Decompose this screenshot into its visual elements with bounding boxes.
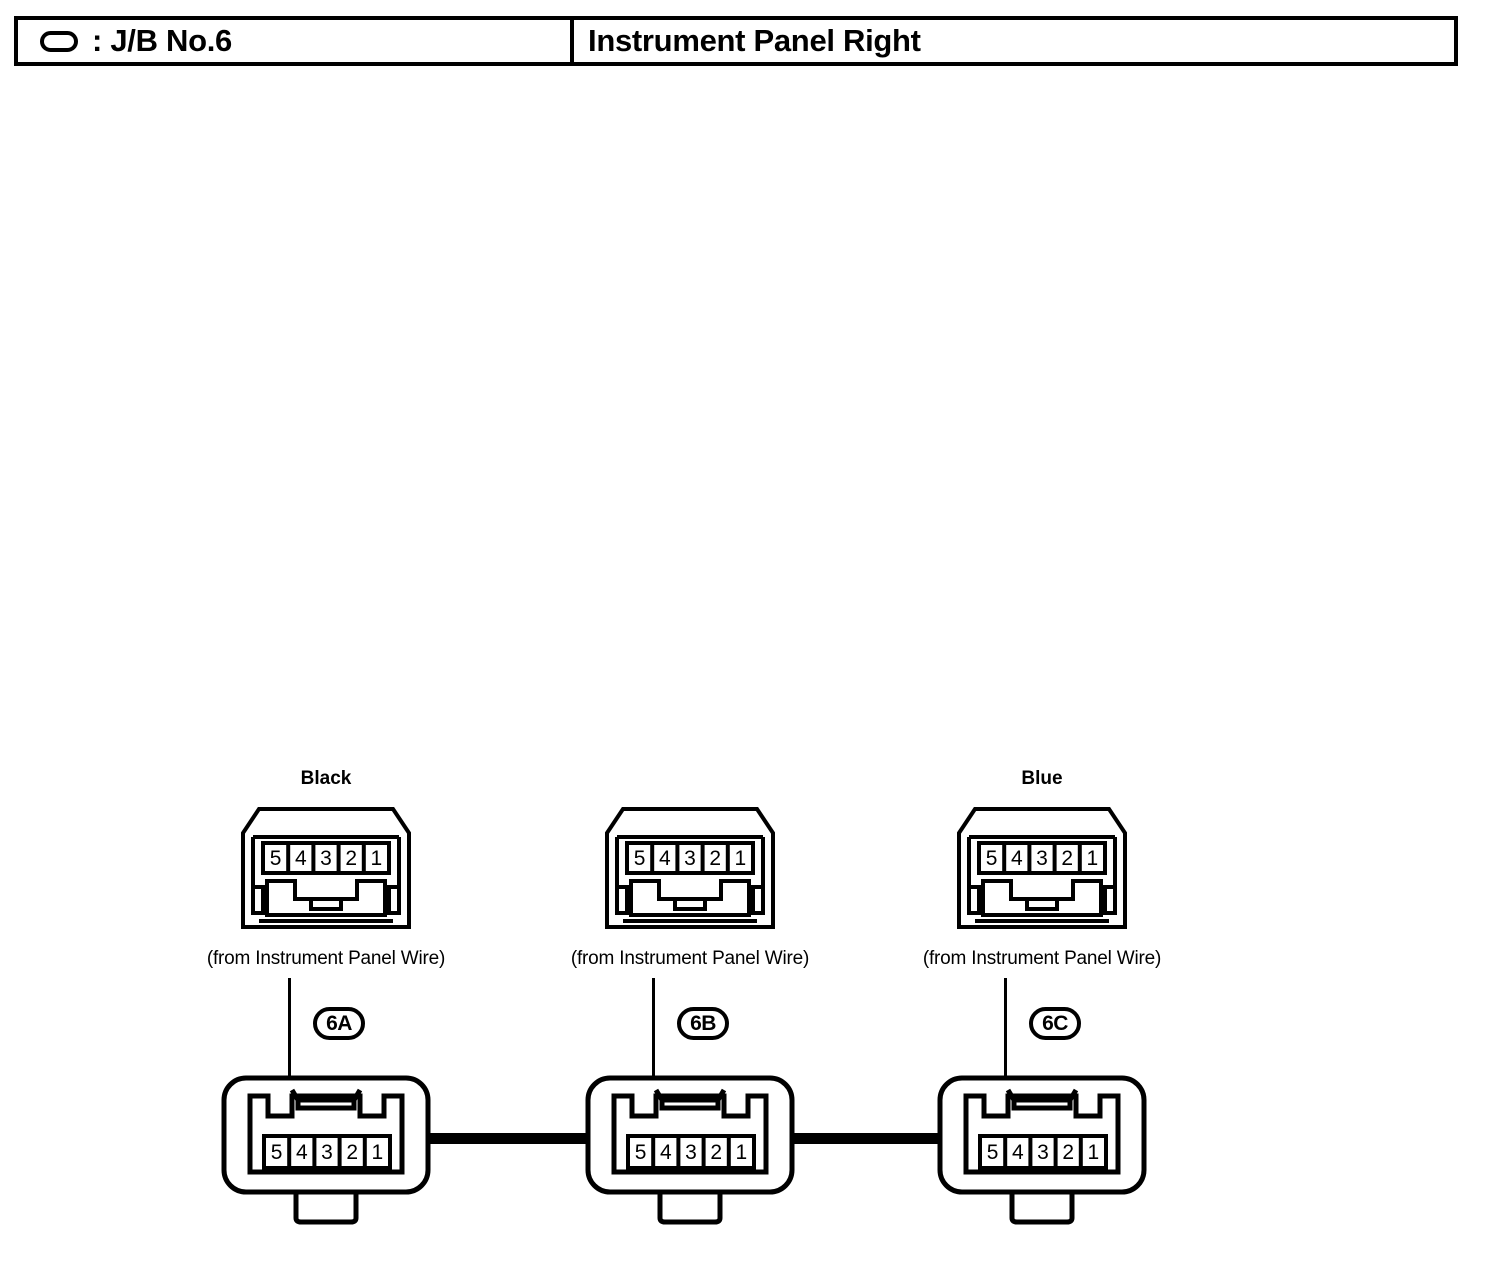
pin-label: 3 bbox=[1037, 1141, 1049, 1164]
junction-block-label: : J/B No.6 bbox=[92, 23, 232, 58]
male-connector-6b-graphic: 5 4 3 2 1 bbox=[585, 1075, 795, 1225]
pin-label: 2 bbox=[346, 1141, 358, 1164]
pin-label: 2 bbox=[345, 847, 357, 870]
connector-caption-6b: (from Instrument Panel Wire) bbox=[570, 948, 810, 969]
pin-label: 4 bbox=[296, 1141, 308, 1164]
female-connector-6a-graphic: 5 4 3 2 1 bbox=[241, 807, 411, 929]
connector-group-6a: Black bbox=[146, 0, 506, 1282]
connector-caption-6c: (from Instrument Panel Wire) bbox=[922, 948, 1162, 969]
connector-caption-6a: (from Instrument Panel Wire) bbox=[206, 948, 446, 969]
header-right-cell: Instrument Panel Right bbox=[574, 20, 1454, 62]
pin-label: 3 bbox=[685, 1141, 697, 1164]
connector-id-badge-6b: 6B bbox=[677, 1007, 729, 1040]
pin-label: 1 bbox=[735, 847, 747, 870]
pin-label: 2 bbox=[709, 847, 721, 870]
male-connector-6a-graphic: 5 4 3 2 1 bbox=[221, 1075, 431, 1225]
female-connector-6c-graphic: 5 4 3 2 1 bbox=[957, 807, 1127, 929]
oval-icon bbox=[40, 30, 78, 52]
pin-label: 5 bbox=[987, 1141, 999, 1164]
pin-label: 1 bbox=[736, 1141, 748, 1164]
pin-label: 5 bbox=[635, 1141, 647, 1164]
pin-label: 2 bbox=[710, 1141, 722, 1164]
pin-label: 4 bbox=[295, 847, 307, 870]
female-connector-6b[interactable]: 5 4 3 2 1 bbox=[601, 803, 779, 933]
male-connector-6a[interactable]: 5 4 3 2 1 bbox=[218, 1072, 434, 1227]
lead-line-6a bbox=[288, 978, 291, 1077]
wire-6b-to-6c bbox=[790, 1133, 942, 1144]
pin-label: 1 bbox=[372, 1141, 384, 1164]
connector-id-badge-6c: 6C bbox=[1029, 1007, 1081, 1040]
pin-label: 1 bbox=[371, 847, 383, 870]
pin-label: 3 bbox=[321, 1141, 333, 1164]
pin-label: 5 bbox=[271, 1141, 283, 1164]
female-connector-6c[interactable]: 5 4 3 2 1 bbox=[953, 803, 1131, 933]
header-bar: : J/B No.6 Instrument Panel Right bbox=[14, 16, 1458, 66]
pin-label: 2 bbox=[1061, 847, 1073, 870]
header-left-cell: : J/B No.6 bbox=[18, 20, 574, 62]
connector-group-6b: 5 4 3 2 1 (from Instrument Panel Wire) 6… bbox=[510, 0, 870, 1282]
pin-label: 4 bbox=[1011, 847, 1023, 870]
male-connector-6c[interactable]: 5 4 3 2 1 bbox=[934, 1072, 1150, 1227]
pin-label: 4 bbox=[659, 847, 671, 870]
connector-id-badge-6a: 6A bbox=[313, 1007, 365, 1040]
connector-color-label-6a: Black bbox=[300, 768, 352, 789]
pin-label: 2 bbox=[1062, 1141, 1074, 1164]
pin-label: 4 bbox=[1012, 1141, 1024, 1164]
page-title: Instrument Panel Right bbox=[588, 23, 921, 58]
pin-label: 3 bbox=[320, 847, 332, 870]
pin-label: 5 bbox=[634, 847, 646, 870]
male-connector-6c-graphic: 5 4 3 2 1 bbox=[937, 1075, 1147, 1225]
pin-label: 3 bbox=[684, 847, 696, 870]
pin-label: 5 bbox=[986, 847, 998, 870]
pin-label: 1 bbox=[1088, 1141, 1100, 1164]
pin-label: 3 bbox=[1036, 847, 1048, 870]
female-connector-6a[interactable]: 5 4 3 2 1 bbox=[237, 803, 415, 933]
female-connector-6b-graphic: 5 4 3 2 1 bbox=[605, 807, 775, 929]
lead-line-6b bbox=[652, 978, 655, 1077]
male-connector-6b[interactable]: 5 4 3 2 1 bbox=[582, 1072, 798, 1227]
connector-color-label-6c: Blue bbox=[1021, 768, 1063, 789]
pin-label: 1 bbox=[1087, 847, 1099, 870]
connector-group-6c: Blue bbox=[862, 0, 1222, 1282]
pin-label: 4 bbox=[660, 1141, 672, 1164]
lead-line-6c bbox=[1004, 978, 1007, 1077]
wire-6a-to-6b bbox=[430, 1133, 590, 1144]
pin-label: 5 bbox=[270, 847, 282, 870]
